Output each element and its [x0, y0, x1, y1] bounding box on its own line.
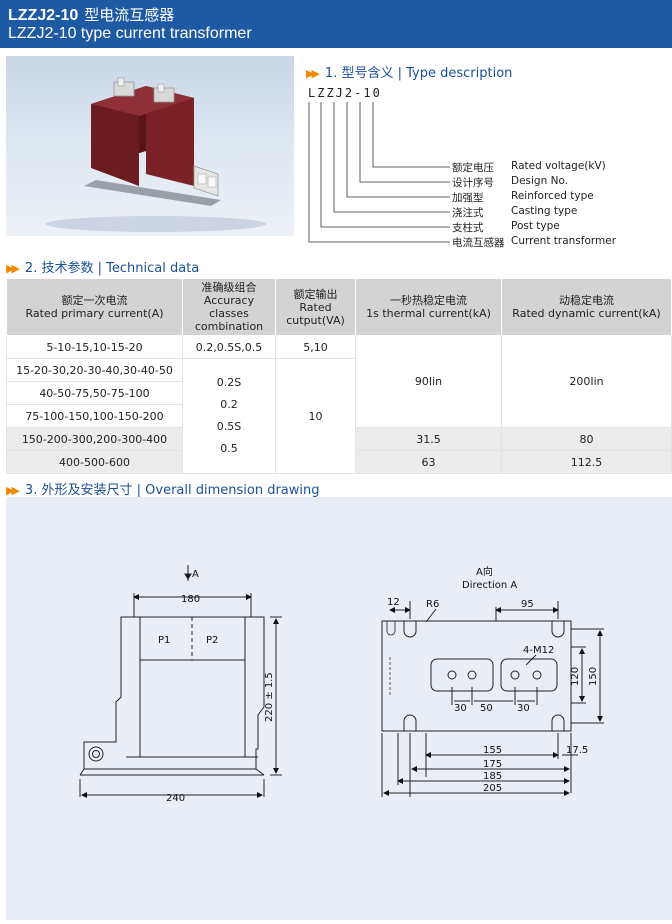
dim-155: 155 [483, 745, 502, 756]
cell-primary: 40-50-75,50-75-100 [6, 381, 183, 405]
type-item-4-cn: 支柱式 [452, 222, 484, 234]
dim-r6: R6 [426, 599, 439, 610]
cell-thermal: 31.5 [355, 427, 502, 451]
label-p1: P1 [158, 635, 170, 646]
cell-dynamic: 80 [501, 427, 672, 451]
page-subtitle: LZZJ2-10 type current transformer [8, 25, 252, 42]
type-item-0-en: Rated voltage(kV) [511, 160, 606, 172]
dim-95: 95 [521, 599, 534, 610]
table-row: 5-10-15,10-15-20 0.2,0.5S,0.5 5,10 90Iin… [6, 335, 672, 428]
dim-width-top: 180 [181, 594, 200, 605]
cell-output: 10 [275, 358, 356, 474]
view-label-en: Direction A [462, 580, 517, 591]
cell-dynamic: 112.5 [501, 450, 672, 474]
type-code-leaders [308, 102, 450, 243]
cell-thermal: 90Iin [355, 335, 502, 428]
dim-30-right: 30 [517, 703, 530, 714]
bottom-view [381, 601, 604, 797]
type-item-1-en: Design No. [511, 175, 569, 187]
cell-primary: 15-20-30,20-30-40,30-40-50 [6, 358, 183, 382]
dim-17-5: 17.5 [566, 745, 588, 756]
dim-50: 50 [480, 703, 493, 714]
section-arrow-icon: ▶▶ [6, 484, 20, 497]
cell-output: 5,10 [275, 335, 356, 359]
type-item-5-cn: 电流互感器 [452, 237, 505, 249]
type-item-3-cn: 浇注式 [452, 207, 484, 219]
cell-dynamic: 200Iin [501, 335, 672, 428]
section-arrow-icon: ▶▶ [6, 262, 20, 275]
section-arrow-icon: ▶▶ [306, 67, 320, 80]
dim-height: 220 ± 1.5 [264, 672, 275, 722]
section-dimension-drawing: ▶▶3. 外形及安装尺寸 | Overall dimension drawing [6, 483, 320, 498]
dimension-drawing-svg: A 180 P1 P2 220 ± 1.5 240 A向 Direction A [79, 565, 604, 804]
dim-120: 120 [570, 667, 581, 686]
section-technical-data: ▶▶2. 技术参数 | Technical data [6, 261, 200, 276]
view-label-cn: A向 [476, 565, 493, 578]
cell-primary: 5-10-15,10-15-20 [6, 335, 183, 359]
dim-175: 175 [483, 759, 502, 770]
type-item-2-cn: 加强型 [452, 192, 484, 204]
cell-primary: 400-500-600 [6, 450, 183, 474]
dim-205: 205 [483, 783, 502, 794]
transformer-illustration [46, 77, 266, 232]
type-code: LZZJ2-10 [308, 86, 382, 100]
dim-185: 185 [483, 771, 502, 782]
type-item-0-cn: 额定电压 [452, 162, 494, 174]
type-item-5-en: Current transformer [511, 235, 617, 247]
front-view [79, 565, 282, 798]
dim-12: 12 [387, 597, 400, 608]
label-p2: P2 [206, 635, 218, 646]
dim-30-left: 30 [454, 703, 467, 714]
type-item-4-en: Post type [511, 220, 560, 232]
product-photo [6, 56, 294, 236]
cell-thermal: 63 [355, 450, 502, 474]
type-item-1-cn: 设计序号 [452, 177, 494, 189]
cell-primary: 150-200-300,200-300-400 [6, 427, 183, 451]
dimension-drawing: A 180 P1 P2 220 ± 1.5 240 A向 Direction A [6, 497, 672, 920]
type-item-3-en: Casting type [511, 205, 578, 217]
cell-primary: 75-100-150,100-150-200 [6, 404, 183, 428]
cell-accuracy: 0.2,0.5S,0.5 [182, 335, 276, 359]
dim-4-m12: 4-M12 [523, 645, 554, 656]
type-item-2-en: Reinforced type [511, 190, 594, 202]
table-row: 75-100-150,100-150-200 [6, 404, 672, 428]
dim-150: 150 [588, 667, 599, 686]
arrow-a-label: A [192, 569, 199, 580]
section-type-description: ▶▶1. 型号含义 | Type description [306, 66, 513, 81]
dim-width-bottom: 240 [166, 793, 185, 804]
